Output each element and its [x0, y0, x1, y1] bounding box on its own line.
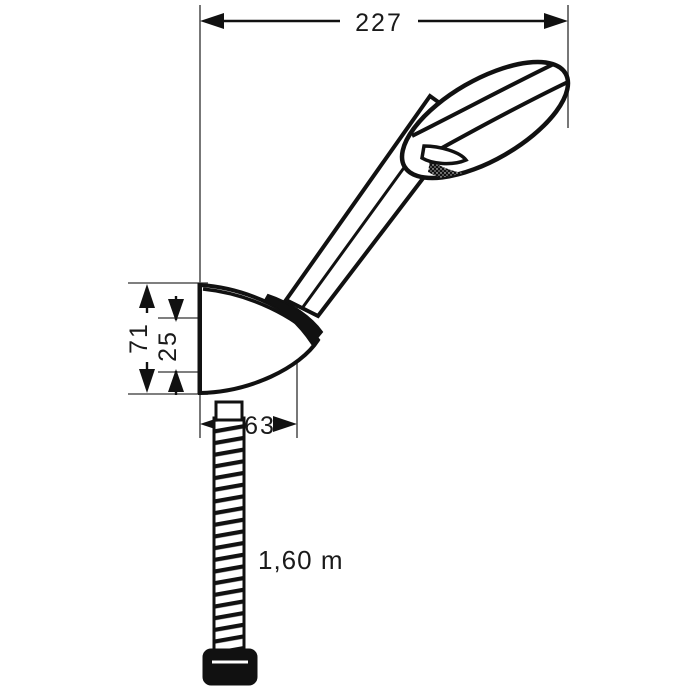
- holder-cradle-lip: [262, 293, 324, 346]
- arrowhead-227-left: [200, 13, 224, 29]
- dimension-holder-inner-height: 25: [154, 296, 184, 395]
- arrowhead-71-top: [139, 284, 155, 308]
- dimension-overall-width: 227: [200, 9, 568, 37]
- hose-connector-nut: [202, 648, 258, 686]
- hose-top-collar: [214, 400, 244, 422]
- dimension-label-71: 71: [125, 322, 153, 354]
- hose-body: [212, 416, 246, 652]
- arrowhead-71-bottom: [139, 369, 155, 393]
- holder-cone-body: [198, 282, 321, 396]
- shower-hose: [212, 400, 246, 652]
- dimension-holder-height: 71: [125, 284, 155, 393]
- nut-body: [202, 648, 258, 686]
- arrowhead-25-bottom: [168, 369, 184, 392]
- arrowhead-63-right: [273, 416, 297, 432]
- head-contour-line-1: [411, 58, 563, 138]
- arrowhead-227-right: [544, 13, 568, 29]
- shower-head: [399, 58, 573, 183]
- hose-length-label: 1,60 m: [258, 545, 344, 575]
- arrowhead-25-top: [168, 299, 184, 322]
- wall-holder: [197, 282, 324, 396]
- dimension-label-25: 25: [154, 330, 182, 362]
- extension-lines: [128, 5, 569, 438]
- dimension-label-227: 227: [355, 9, 403, 37]
- dimension-label-63: 63: [244, 412, 276, 440]
- head-thumb-notch: [420, 144, 469, 166]
